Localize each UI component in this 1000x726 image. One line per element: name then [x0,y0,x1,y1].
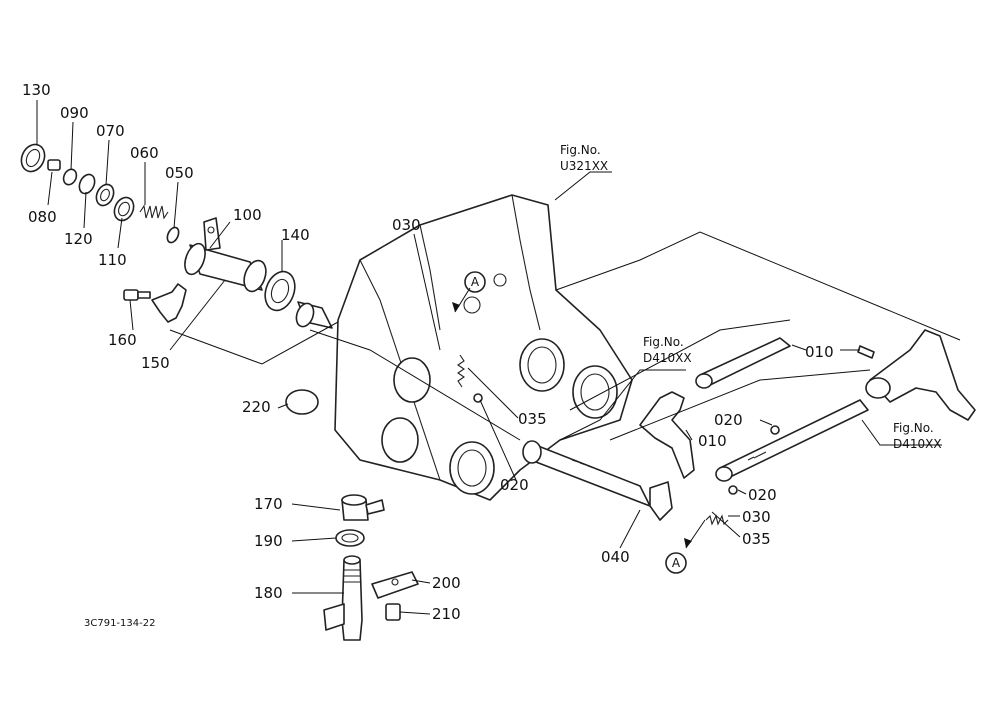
label-120: 120 [64,230,93,248]
label-150: 150 [141,354,170,372]
diagram-code: 3C791-134-22 [84,618,155,629]
label-050: 050 [165,164,194,182]
arrow-a-lower [684,538,692,548]
label-130: 130 [22,81,51,99]
right-fork-assembly [522,329,976,526]
label-080: 080 [28,208,57,226]
label-040: 040 [601,548,630,566]
label-020-right: 020 [714,411,743,429]
label-210: 210 [432,605,461,623]
cap-220 [285,389,319,415]
oil-seal-140 [264,270,296,312]
part-labels: 130 090 070 060 050 080 120 110 100 140 … [22,81,834,623]
label-090: 090 [60,104,89,122]
label-020-lower: 020 [748,486,777,504]
svg-text:U321XX: U321XX [560,159,608,173]
ball-020-upper [770,425,780,435]
label-030-lower: 030 [742,508,771,526]
svg-text:Fig.No.: Fig.No. [560,143,601,157]
svg-text:Fig.No.: Fig.No. [893,421,934,435]
spring-060 [139,204,169,220]
fig-ref-d410xx-right: Fig.No. D410XX [893,421,942,451]
fig-ref-u321xx: Fig.No. U321XX [560,143,608,173]
label-160: 160 [108,331,137,349]
label-035-lower: 035 [742,530,771,548]
plug-080 [47,159,61,171]
shift-shaft-040 [522,440,673,521]
bolt-160 [123,289,151,301]
svg-text:Fig.No.: Fig.No. [643,335,684,349]
ring-090 [62,168,78,186]
svg-text:D410XX: D410XX [893,437,942,451]
label-180: 180 [254,584,283,602]
shaft-180 [341,559,363,641]
snap-ring-120 [78,173,96,195]
ring-110 [113,196,135,222]
shift-arm-150 [151,283,187,323]
label-110: 110 [98,251,127,269]
label-220: 220 [242,398,271,416]
left-shaft-assembly [20,143,333,415]
label-035-middle: 035 [518,410,547,428]
bottom-shaft-assembly [323,494,419,641]
washer-050 [166,226,180,244]
ball-020-lower [728,485,738,495]
shift-fork-small [639,391,695,479]
label-010-top: 010 [805,343,834,361]
svg-text:A: A [672,556,681,570]
arrow-a-upper [452,302,460,312]
label-100: 100 [233,206,262,224]
callout-a-lower: A [665,552,687,574]
label-140: 140 [281,226,310,244]
label-070: 070 [96,122,125,140]
transmission-case [334,194,633,501]
label-200: 200 [432,574,461,592]
label-190: 190 [254,532,283,550]
label-060: 060 [130,144,159,162]
shaft-100 [184,217,267,293]
callout-a-upper: A [464,271,486,293]
shift-fork-large [869,329,976,421]
case-detent-spring [457,354,465,388]
label-030-upper: 030 [392,216,421,234]
seal-190 [335,529,365,547]
svg-text:D410XX: D410XX [643,351,692,365]
fig-ref-d410xx-middle: Fig.No. D410XX [643,335,692,365]
leader-lines [36,100,961,615]
svg-text:A: A [471,275,480,289]
label-010-middle: 010 [698,432,727,450]
ring-070 [95,183,115,207]
bolt-210 [385,603,401,621]
seal-ring-130 [20,143,46,173]
label-170: 170 [254,495,283,513]
pin-010-top [857,345,875,359]
label-020-middle: 020 [500,476,529,494]
